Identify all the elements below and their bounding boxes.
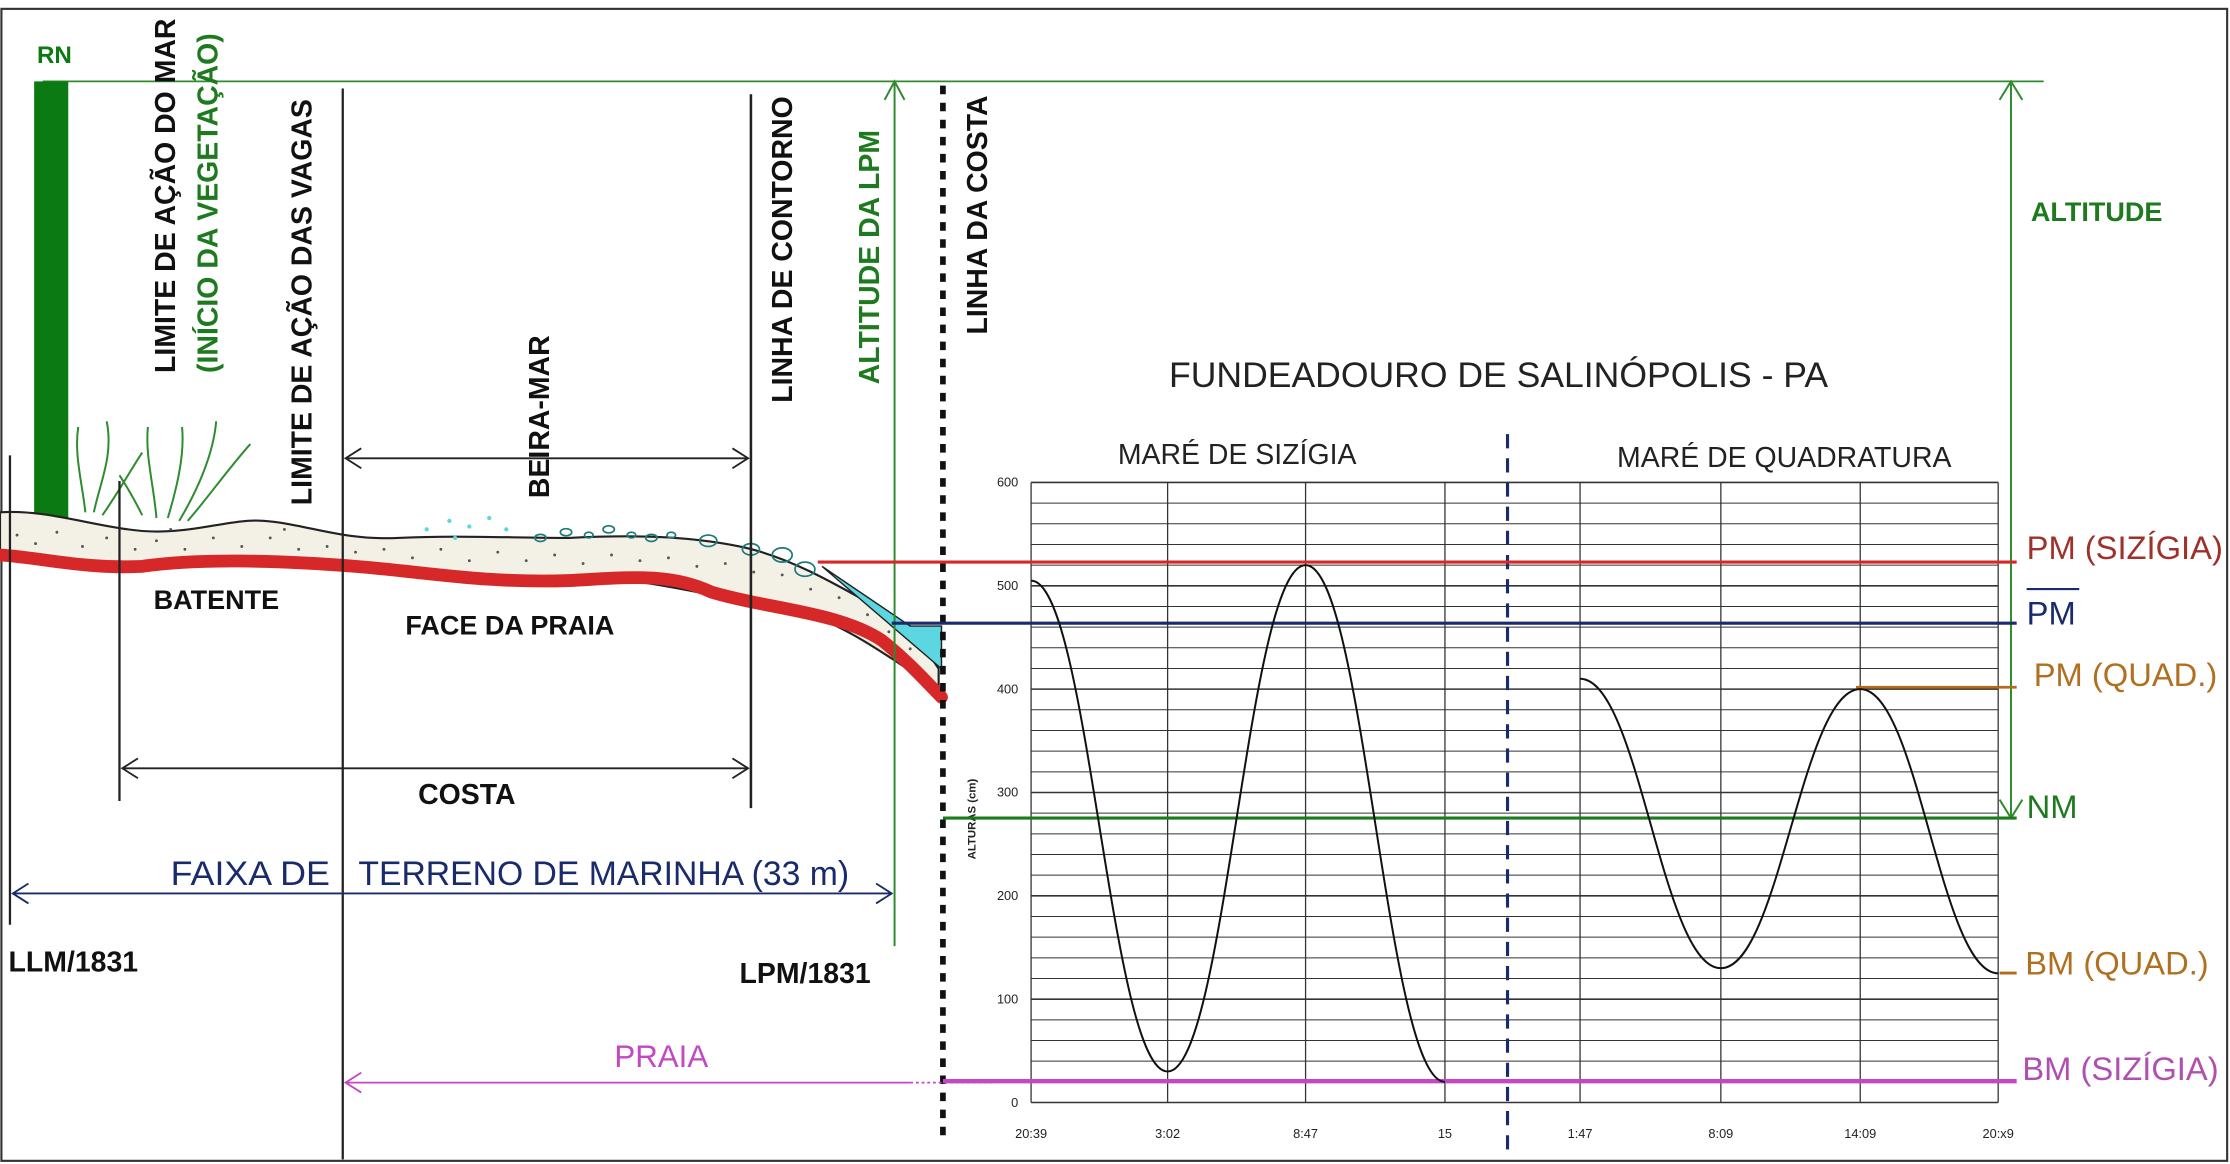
inicio-vegetacao-label: (INÍCIO DA VEGETAÇÃO) bbox=[193, 33, 225, 373]
pm-sizigia-label: PM (SIZÍGIA) bbox=[2027, 529, 2223, 566]
chart-y-tick-label: 300 bbox=[997, 785, 1018, 800]
pm-media-label: PM bbox=[2027, 595, 2076, 632]
chart-x-tick-label: 20:x9 bbox=[1983, 1126, 2014, 1141]
lpm-label: LPM/1831 bbox=[740, 958, 871, 990]
spray-dots bbox=[424, 515, 509, 541]
costa-label: COSTA bbox=[418, 779, 515, 811]
chart-y-tick-label: 600 bbox=[997, 475, 1018, 490]
chart-y-tick-label: 200 bbox=[997, 888, 1018, 903]
faixa-de-label: FAIXA DE bbox=[171, 855, 330, 893]
rn-bar bbox=[34, 81, 69, 526]
tide-curve-sizigia bbox=[1030, 564, 1446, 1083]
sand-texture bbox=[15, 527, 912, 651]
water-wedge bbox=[821, 565, 943, 671]
chart-x-ticks: 20:39 3:02 8:47 15 1:47 8:09 14:09 20:x9 bbox=[1015, 1126, 2014, 1141]
altitude-arrow-top bbox=[1998, 79, 2024, 101]
nm-label: NM bbox=[2027, 788, 2078, 825]
limite-acao-vagas-label: LIMITE DE AÇÃO DAS VAGAS bbox=[286, 99, 318, 505]
section-sizigia-label: MARÉ DE SIZÍGIA bbox=[1118, 439, 1357, 471]
beira-mar-label: BEIRA-MAR bbox=[524, 335, 556, 498]
face-praia-label: FACE DA PRAIA bbox=[405, 611, 614, 641]
beira-mar-arrow-heads bbox=[343, 447, 750, 470]
chart-y-tick-label: 500 bbox=[997, 578, 1018, 593]
chart-y-tick-label: 100 bbox=[997, 991, 1018, 1006]
chart-y-ticks: 0 100 200 300 400 500 600 bbox=[997, 475, 1018, 1110]
chart-horizontal-grid bbox=[1031, 481, 1999, 1104]
bm-sizigia-label: BM (SIZÍGIA) bbox=[2022, 1050, 2218, 1087]
llm-label: LLM/1831 bbox=[9, 947, 139, 979]
chart-vertical-grid bbox=[1030, 482, 1999, 1103]
faixa-arrow-heads bbox=[11, 882, 894, 905]
chart-x-tick-label: 1:47 bbox=[1568, 1126, 1593, 1141]
chart-title: FUNDEADOURO DE SALINÓPOLIS - PA bbox=[1169, 355, 1828, 395]
chart-x-tick-label: 8:09 bbox=[1708, 1126, 1733, 1141]
frame-border bbox=[0, 7, 2229, 1162]
chart-x-tick-label: 20:39 bbox=[1015, 1126, 1047, 1141]
altitude-lpm-arrow-head bbox=[883, 79, 906, 101]
pm-quad-label: PM (QUAD.) bbox=[2034, 656, 2218, 693]
linha-costa-label: LINHA DA COSTA bbox=[962, 95, 994, 334]
limite-acao-mar-label: LIMITE DE AÇÃO DO MAR bbox=[150, 19, 182, 373]
bedrock-line bbox=[0, 548, 948, 704]
section-quadratura-label: MARÉ DE QUADRATURA bbox=[1617, 442, 1951, 474]
tide-curve-quadratura bbox=[1580, 677, 1999, 975]
chart-x-tick-label: 15 bbox=[1438, 1126, 1452, 1141]
costa-arrow-heads bbox=[120, 757, 750, 780]
chart-x-tick-label: 3:02 bbox=[1155, 1126, 1180, 1141]
bm-quad-label: BM (QUAD.) bbox=[2025, 945, 2209, 982]
altitude-label: ALTITUDE bbox=[2031, 197, 2163, 227]
linha-contorno-label: LINHA DE CONTORNO bbox=[767, 96, 799, 402]
sand-layer bbox=[0, 510, 940, 693]
altitude-lpm-label: ALTITUDE DA LPM bbox=[854, 130, 886, 384]
vegetation bbox=[76, 421, 252, 522]
rn-label: RN bbox=[37, 42, 72, 69]
pebbles bbox=[533, 524, 816, 578]
chart-x-tick-label: 8:47 bbox=[1293, 1126, 1318, 1141]
chart-y-tick-label: 400 bbox=[997, 681, 1018, 696]
praia-arrow-head bbox=[343, 1071, 362, 1094]
chart-y-tick-label: 0 bbox=[1011, 1095, 1018, 1110]
terreno-marinha-label: TERRENO DE MARINHA (33 m) bbox=[358, 855, 849, 893]
praia-label: PRAIA bbox=[614, 1039, 708, 1074]
batente-label: BATENTE bbox=[154, 585, 280, 615]
chart-x-tick-label: 14:09 bbox=[1844, 1126, 1876, 1141]
